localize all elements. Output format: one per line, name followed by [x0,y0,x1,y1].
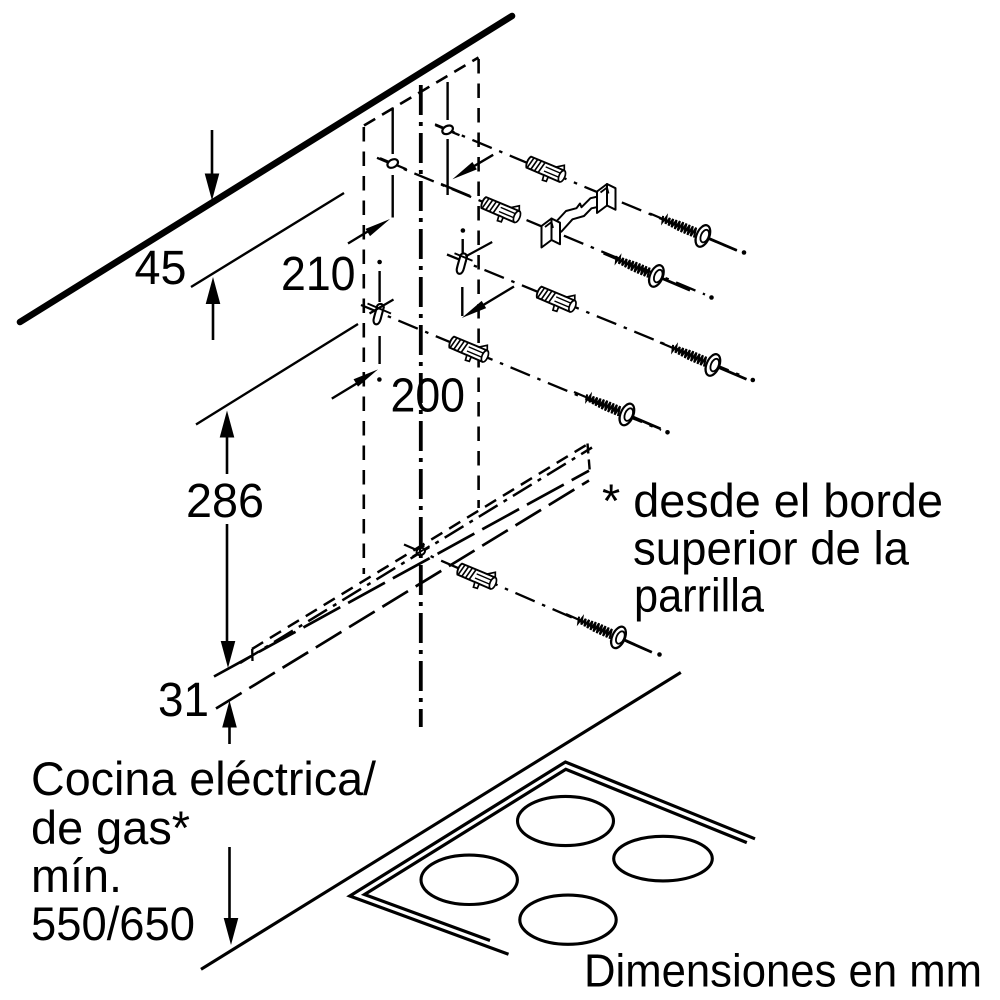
svg-text:31: 31 [158,674,209,727]
svg-text:Dimensiones en mm: Dimensiones en mm [584,945,982,997]
svg-text:Cocina eléctrica/: Cocina eléctrica/ [31,752,377,805]
svg-text:286: 286 [186,475,264,528]
svg-text:210: 210 [281,248,356,301]
svg-text:superior de la: superior de la [633,522,910,575]
svg-text:mín.: mín. [31,849,122,902]
svg-text:200: 200 [391,370,466,423]
svg-text:550/650: 550/650 [31,897,195,950]
svg-text:* desde el borde: * desde el borde [602,474,943,527]
svg-text:45: 45 [135,242,187,295]
svg-text:de gas*: de gas* [31,801,190,854]
svg-text:parrilla: parrilla [634,569,765,622]
